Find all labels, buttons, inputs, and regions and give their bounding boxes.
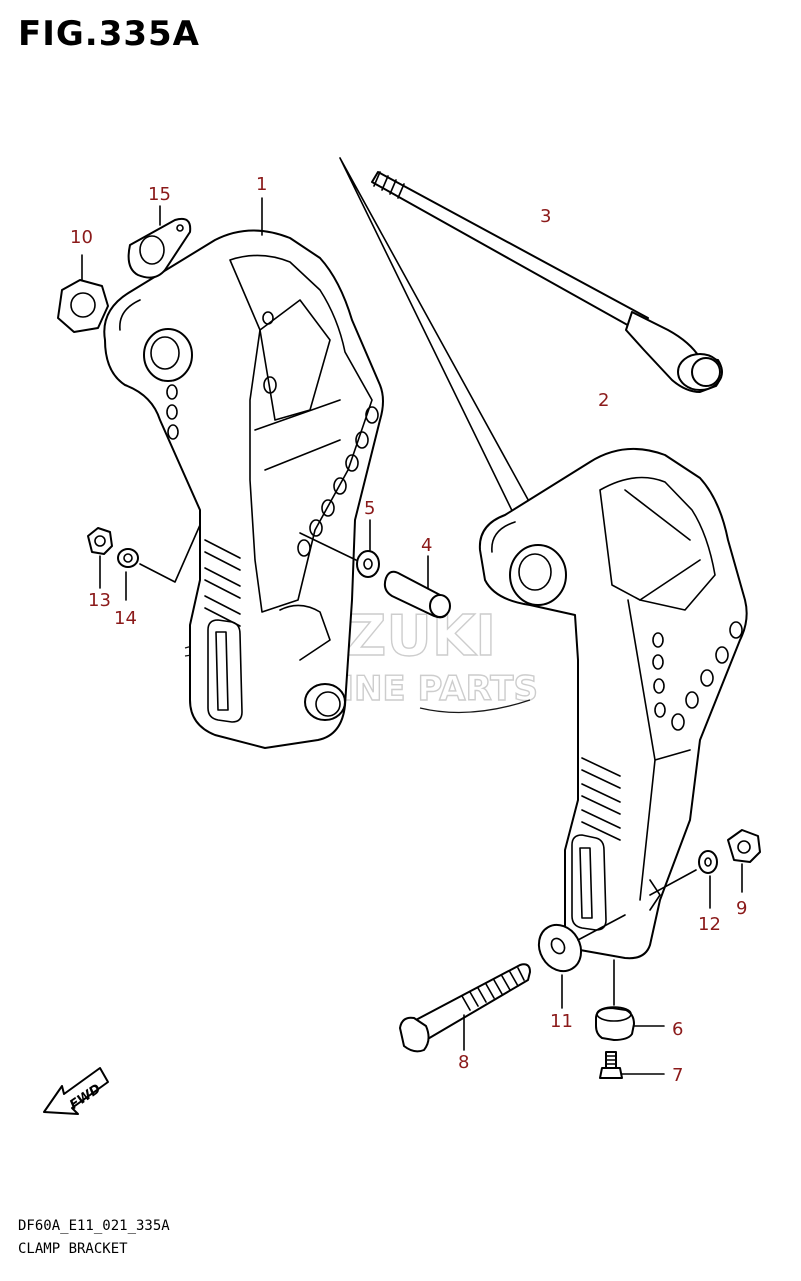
callout-7: 7 <box>672 1065 683 1086</box>
callout-9: 9 <box>736 898 747 919</box>
part-3-tilt-rod <box>371 171 723 393</box>
part-8-bolt <box>399 963 531 1053</box>
callout-13: 13 <box>88 590 111 611</box>
part-5-washer <box>299 519 380 578</box>
callout-2: 2 <box>598 390 609 411</box>
footer-diagram-name: CLAMP BRACKET <box>18 1241 128 1257</box>
callout-11: 11 <box>550 1011 573 1032</box>
part-13-nut <box>87 527 113 589</box>
part-9-nut <box>727 829 761 893</box>
part-2-clamp-bracket-right <box>478 447 748 960</box>
callout-5: 5 <box>364 498 375 519</box>
part-6-stopper <box>595 959 665 1041</box>
part-4-pin <box>383 555 451 619</box>
callout-8: 8 <box>458 1052 469 1073</box>
callout-3: 3 <box>540 206 551 227</box>
part-15-plate <box>127 205 192 279</box>
callout-6: 6 <box>672 1019 683 1040</box>
part-1-clamp-bracket-left <box>103 229 384 749</box>
callout-15: 15 <box>148 184 171 205</box>
figure-title: FIG.335A <box>18 14 200 54</box>
callout-14: 14 <box>114 608 137 629</box>
part-10-nut <box>57 254 109 333</box>
fwd-arrow-icon: FWD <box>43 1067 109 1115</box>
footer-diagram-code: DF60A_E11_021_335A <box>18 1218 170 1234</box>
callout-labels: 1 2 3 4 5 6 7 8 9 10 11 12 13 14 15 <box>70 174 747 1086</box>
part-14-washer <box>117 524 201 601</box>
part-12-washer <box>649 850 718 909</box>
callout-4: 4 <box>421 535 432 556</box>
part-11-washer <box>537 914 626 1009</box>
part-7-screw <box>599 1051 665 1079</box>
callout-1: 1 <box>256 174 267 195</box>
callout-12: 12 <box>698 914 721 935</box>
callout-10: 10 <box>70 227 93 248</box>
